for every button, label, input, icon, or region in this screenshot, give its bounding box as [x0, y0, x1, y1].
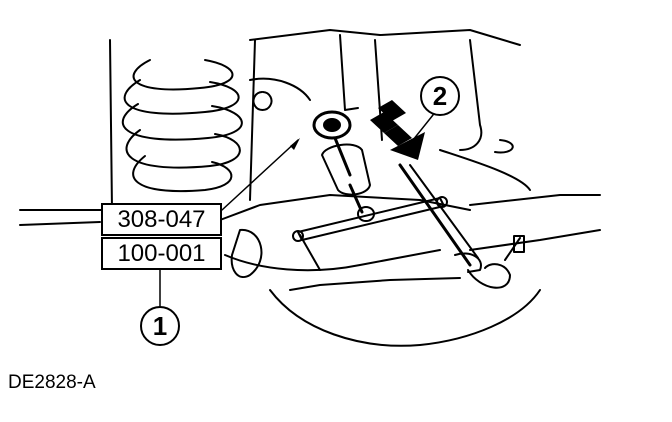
tie-rod: [289, 163, 525, 291]
coil-spring: [109, 39, 256, 211]
callout-1: 1: [140, 306, 180, 346]
brake-disc: [269, 289, 541, 347]
tool-number-308-047: 308-047: [101, 203, 222, 236]
leader-arrowhead: [290, 138, 300, 150]
leader-lines: [159, 114, 434, 307]
tool-number-100-001: 100-001: [101, 237, 222, 270]
callout-2: 2: [420, 76, 460, 116]
direction-arrow: [370, 100, 425, 160]
figure-id: DE2828-A: [8, 372, 96, 393]
puller-tool: [292, 110, 448, 242]
